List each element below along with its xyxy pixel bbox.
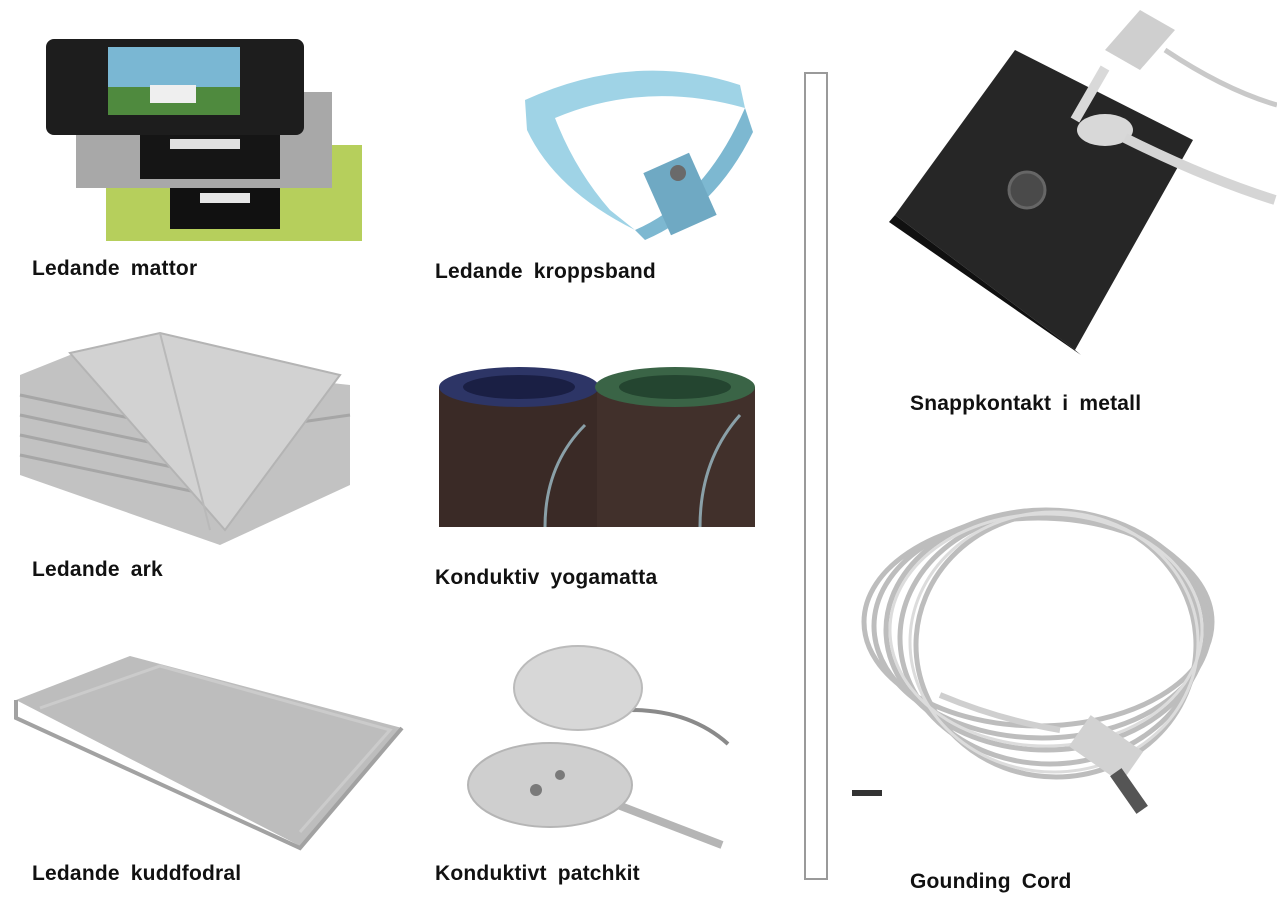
rolled-yoga-mat-image [439, 367, 755, 528]
caption-ledande-kroppsband: Ledande kroppsband [435, 260, 656, 283]
caption-ledande-kuddfodral: Ledande kuddfodral [32, 862, 242, 885]
column-divider [804, 72, 828, 880]
patch-kit-image [467, 645, 730, 849]
caption-konduktiv-yogamatta: Konduktiv yogamatta [435, 566, 658, 589]
dash-mark [852, 790, 882, 796]
caption-ledande-ark: Ledande ark [32, 558, 163, 581]
caption-ledande-mattor: Ledande mattor [32, 257, 198, 280]
caption-snappkontakt-i-metall: Snappkontakt i metall [910, 392, 1142, 415]
wrist-band-image [525, 70, 753, 240]
conductive-mats-image [46, 39, 362, 241]
caption-gounding-cord: Gounding Cord [910, 870, 1072, 893]
grounding-cord-image [861, 507, 1215, 814]
caption-konduktivt-patchkit: Konduktivt patchkit [435, 862, 640, 885]
folded-sheet-image [19, 331, 351, 545]
metal-snap-connector-image [889, 10, 1277, 355]
pillow-case-image [14, 656, 404, 851]
